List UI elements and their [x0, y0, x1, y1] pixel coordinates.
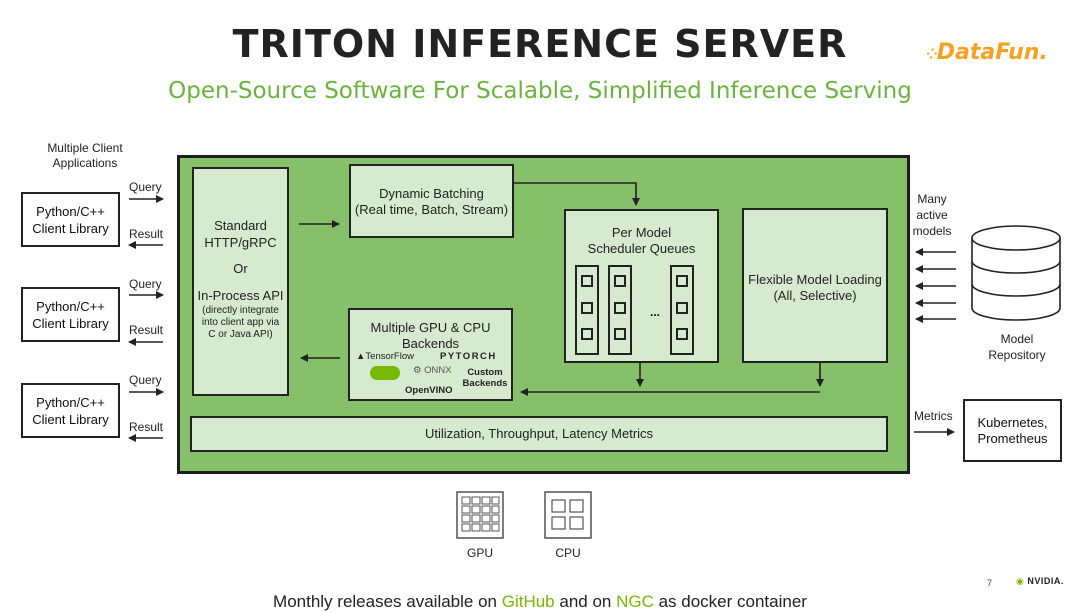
- model-repository-label: Model Repository: [988, 332, 1046, 362]
- loading-sub: (All, Selective): [773, 288, 857, 303]
- batching-sub: (Real time, Batch, Stream): [354, 202, 509, 217]
- client-library-3: Python/C++ Client Library: [21, 383, 120, 438]
- gpu-icon: [456, 491, 504, 539]
- api-box: Standard HTTP/gRPC Or In-Process API (di…: [192, 167, 289, 396]
- dynamic-batching-box: Dynamic Batching (Real time, Batch, Stre…: [349, 164, 514, 238]
- scheduler-title: Per Model Scheduler Queues: [587, 225, 696, 256]
- client-library-1: Python/C++ Client Library: [21, 192, 120, 247]
- backends-title: Multiple GPU & CPU Backends: [370, 320, 491, 351]
- footer-text: Monthly releases available on GitHub and…: [273, 592, 807, 611]
- nvidia-eye-icon: ◉: [1016, 576, 1025, 586]
- custom-backends-label: Custom Backends: [462, 367, 508, 389]
- api-in-process: In-Process API: [197, 288, 284, 303]
- onnx-logo: ⚙ ONNX: [413, 365, 452, 376]
- cpu-icon: [544, 491, 592, 539]
- metrics-arrow-label: Metrics: [914, 409, 953, 423]
- result-label-1: Result: [129, 227, 164, 241]
- openvino-logo: OpenVINO: [405, 385, 453, 396]
- cpu-label: CPU: [555, 546, 581, 560]
- pytorch-logo: PYTORCH: [440, 351, 497, 362]
- tensorflow-logo: ▲TensorFlow: [356, 351, 414, 362]
- logo-text: DataFun.: [936, 40, 1048, 65]
- page-subtitle: Open-Source Software For Scalable, Simpl…: [168, 78, 912, 104]
- ngc-link[interactable]: NGC: [616, 592, 654, 611]
- query-label-2: Query: [129, 277, 162, 291]
- model-loading-box: Flexible Model Loading (All, Selective): [742, 208, 888, 363]
- query-label-3: Query: [129, 373, 162, 387]
- tensorrt-logo-icon: [370, 366, 400, 380]
- queue-ellipsis: ...: [650, 305, 661, 319]
- kubernetes-prometheus-box: Kubernetes, Prometheus: [963, 399, 1062, 462]
- result-label-2: Result: [129, 323, 164, 337]
- batching-to-scheduler-arrow: [514, 182, 640, 206]
- query-label-1: Query: [129, 180, 162, 194]
- logo-dots-icon: ⁘: [926, 47, 938, 63]
- result-label-3: Result: [129, 420, 164, 434]
- github-link[interactable]: GitHub: [501, 592, 555, 611]
- page-title: TRITON INFERENCE SERVER: [232, 22, 848, 66]
- nvidia-logo: ◉ NVIDIA.: [1016, 576, 1064, 586]
- metrics-bar: Utilization, Throughput, Latency Metrics: [190, 416, 888, 452]
- backends-box: Multiple GPU & CPU Backends: [348, 308, 513, 401]
- api-note: (directly integrate into client app via …: [201, 305, 280, 340]
- api-or: Or: [233, 261, 248, 276]
- batching-title: Dynamic Batching: [379, 186, 484, 201]
- datafun-logo: ⁘DataFun.: [926, 40, 1048, 65]
- clients-heading: Multiple Client Applications: [47, 141, 123, 170]
- client-library-2: Python/C++ Client Library: [21, 287, 120, 342]
- database-icon: [971, 225, 1061, 321]
- loading-title: Flexible Model Loading: [748, 272, 882, 287]
- api-protocols: Standard HTTP/gRPC: [204, 218, 277, 250]
- page-number: 7: [987, 578, 993, 588]
- many-active-models-label: Many active models: [912, 192, 952, 238]
- gpu-label: GPU: [466, 546, 493, 560]
